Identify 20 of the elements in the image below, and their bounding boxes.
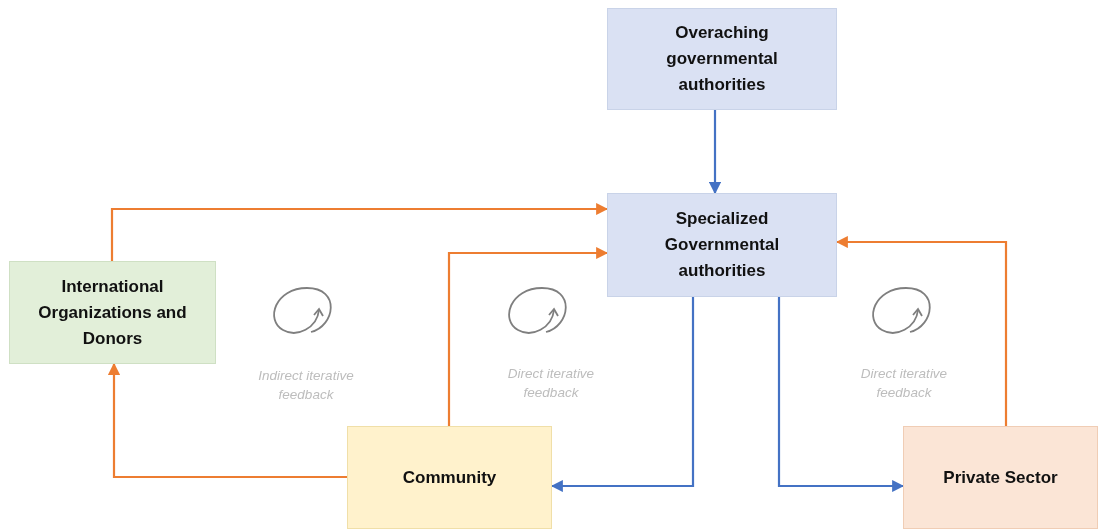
node-label: Community [401, 466, 498, 489]
arrow [777, 297, 905, 493]
arrow [550, 297, 695, 493]
process-box [607, 193, 837, 297]
arrow [708, 110, 722, 195]
annotation: Direct iterative feedback [506, 365, 596, 402]
annotation: Direct iterative feedback [859, 365, 949, 402]
arrow [110, 202, 609, 261]
arrow [835, 235, 1008, 426]
node-label: Specialized Governmental authorities [663, 208, 781, 282]
process-box [903, 426, 1098, 529]
arrow [447, 246, 609, 426]
process-box [347, 426, 552, 529]
node-label: International Organizations and Donors [37, 275, 188, 350]
process-box [9, 261, 216, 364]
annotation: Indirect iterative feedback [257, 367, 355, 404]
process-box [607, 8, 837, 110]
node-label: Overaching governmental authorities [665, 22, 779, 96]
node-label: Private Sector [942, 466, 1059, 489]
arrow [107, 362, 347, 479]
